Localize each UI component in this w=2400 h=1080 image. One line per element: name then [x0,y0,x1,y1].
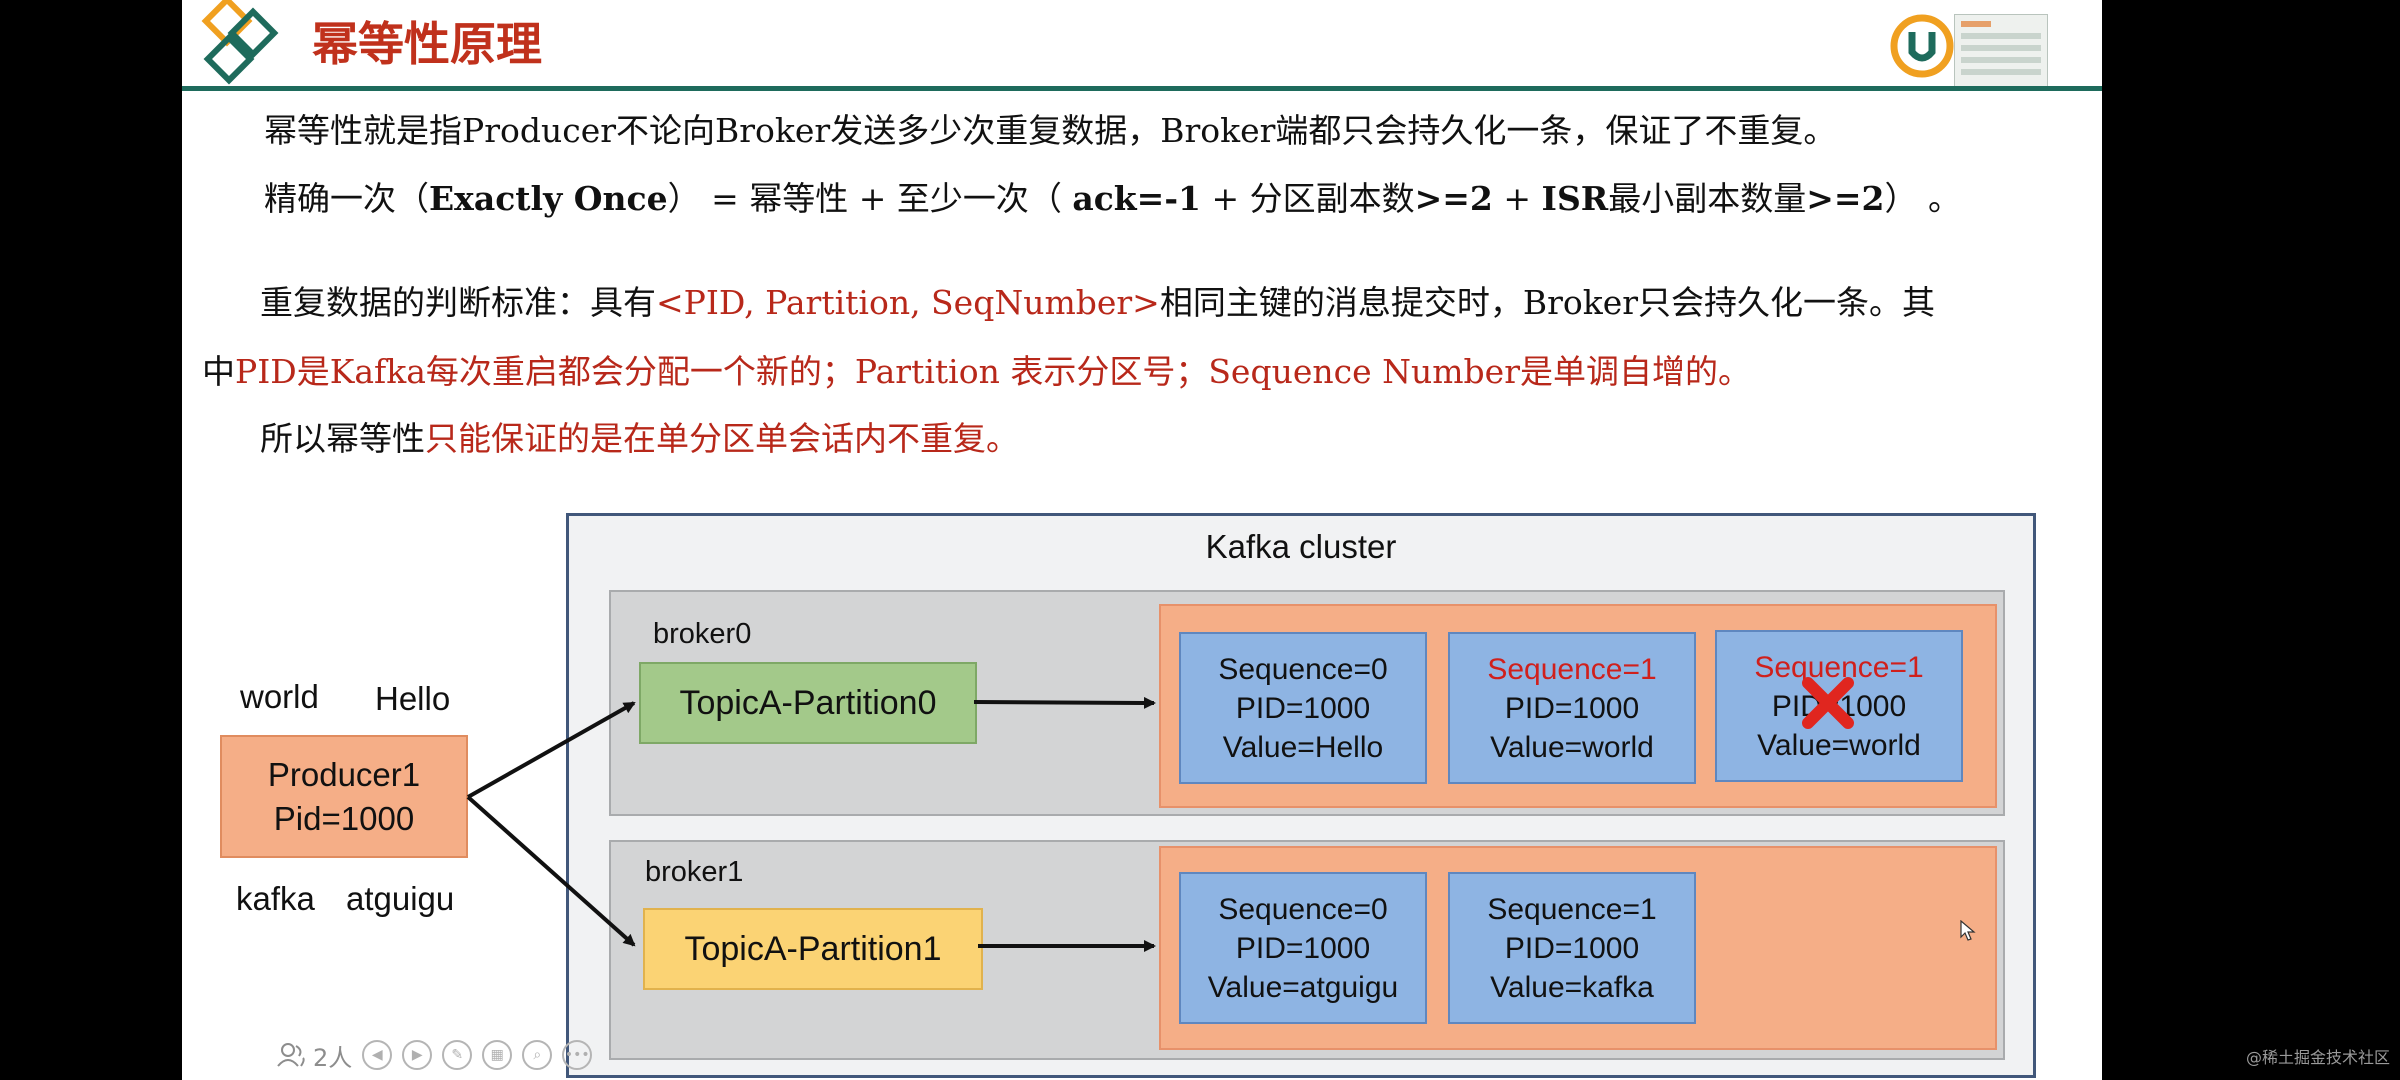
viewer-count: 2人 [277,1038,352,1073]
pen-tool-button[interactable]: ✎ [442,1040,473,1070]
mouse-cursor-icon [1960,920,1976,941]
zoom-button[interactable]: ⌕ [522,1040,553,1070]
site-watermark: @稀土掘金技术社区 [2245,1048,2390,1067]
partition0-box: TopicA-Partition0 [639,662,977,744]
slide: 幂等性原理 幂等性就是指Producer不论向Broker发送多少次重复数据，B… [182,0,2102,1080]
broker0-box: broker0 TopicA-Partition0 Sequence=0 PID… [609,590,2005,816]
paragraph-pid-explanation: 中PID是Kafka每次重启都会分配一个新的；Partition 表示分区号；S… [202,352,1751,391]
message-card: Sequence=1 PID=1000 Value=world [1448,632,1696,784]
presenter-toolbar: 2人 ◀ ▶ ✎ ▦ ⌕ ••• [277,1038,593,1073]
page-title: 幂等性原理 [312,17,542,71]
broker1-log-area: Sequence=0 PID=1000 Value=atguigu Sequen… [1159,846,1997,1050]
message-card-duplicate: Sequence=1 PID=1000 Value=world [1715,630,1963,782]
diamond-logo-icon [201,0,279,85]
paragraph-conclusion: 所以幂等性只能保证的是在单分区单会话内不重复。 [260,419,1019,458]
partition1-box: TopicA-Partition1 [643,908,983,990]
broker0-label: broker0 [653,618,752,650]
word-hello: Hello [375,680,451,717]
people-icon [277,1043,305,1067]
kafka-cluster: Kafka cluster broker0 TopicA-Partition0 … [566,513,2036,1078]
slides-overview-button[interactable]: ▦ [482,1040,513,1070]
message-card: Sequence=0 PID=1000 Value=Hello [1179,632,1427,784]
slide-thumbnail[interactable] [1954,14,2048,88]
word-world: world [240,678,319,715]
paragraph-duplicate-criterion: 重复数据的判断标准：具有<PID, Partition, SeqNumber>相… [260,283,1936,322]
next-slide-button[interactable]: ▶ [402,1040,433,1070]
brand-logo-icon [1890,14,1954,78]
prev-slide-button[interactable]: ◀ [362,1040,393,1070]
broker1-box: broker1 TopicA-Partition1 Sequence=0 PID… [609,840,2005,1060]
cluster-title: Kafka cluster [1205,528,1397,565]
title-bar: 幂等性原理 [182,0,2102,91]
producer-name: Producer1 [267,755,421,793]
paragraph-idempotence-definition: 幂等性就是指Producer不论向Broker发送多少次重复数据，Broker端… [264,111,1837,150]
producer-pid: Pid=1000 [273,799,415,837]
title-divider [182,86,2102,91]
word-atguigu: atguigu [346,880,455,917]
more-options-button[interactable]: ••• [562,1040,593,1070]
broker1-label: broker1 [645,856,744,888]
producer-box: Producer1 Pid=1000 [220,735,468,858]
broker0-log-area: Sequence=0 PID=1000 Value=Hello Sequence… [1159,604,1997,808]
paragraph-exactly-once: 精确一次（Exactly Once） = 幂等性 + 至少一次（ ack=-1 … [264,179,1961,218]
reject-cross-icon [1802,677,1854,729]
message-card: Sequence=0 PID=1000 Value=atguigu [1179,872,1427,1024]
message-card: Sequence=1 PID=1000 Value=kafka [1448,872,1696,1024]
word-kafka: kafka [236,880,315,917]
